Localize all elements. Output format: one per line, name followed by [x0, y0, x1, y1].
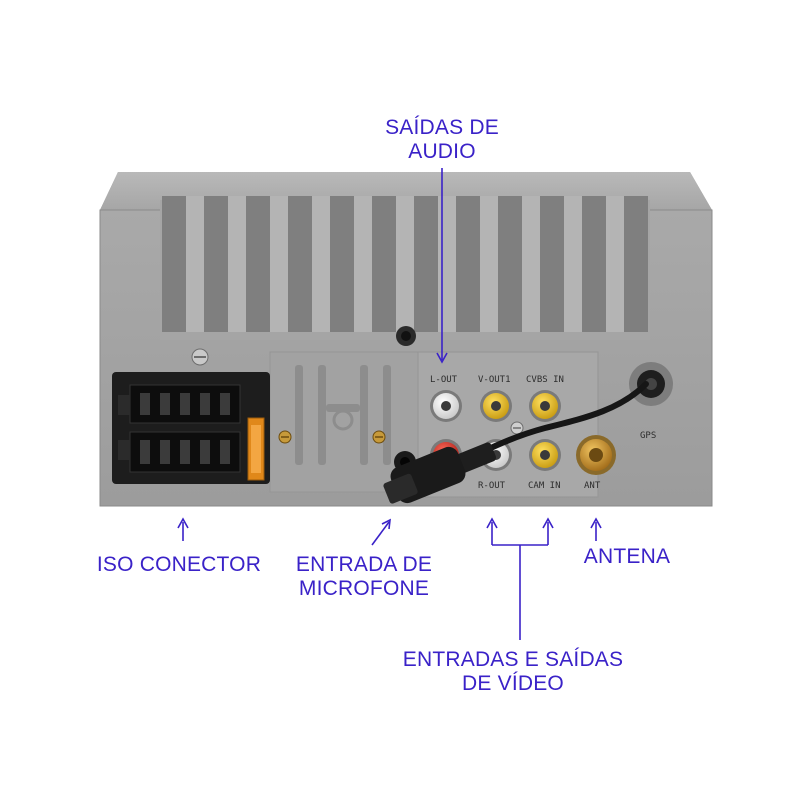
fuse-icon [247, 417, 265, 481]
label-iso-text: ISO CONECTOR [96, 553, 262, 576]
label-video: ENTRADAS E SAÍDAS DE VÍDEO [400, 648, 626, 696]
label-iso-connector: ISO CONECTOR [96, 553, 262, 577]
marking-l-out: L-OUT [430, 375, 458, 385]
label-mic-line1: ENTRADA DE [295, 553, 433, 576]
marking-v-out: V-OUT1 [478, 375, 511, 385]
panel-markings: L-OUT V-OUT1 CVBS IN R-OUT CAM IN ANT GP… [430, 375, 656, 491]
ventilation-slots [162, 196, 648, 332]
marking-r-out: R-OUT [478, 481, 506, 491]
arrow-icon [177, 168, 602, 640]
label-video-line2: DE VÍDEO [462, 672, 564, 695]
screw-icon [191, 348, 524, 444]
gps-port-icon [629, 362, 673, 406]
antenna-port-icon [576, 435, 616, 475]
label-antenna: ANTENA [578, 545, 676, 569]
label-audio-line1: SAÍDAS DE [385, 116, 499, 139]
panel-grooves [295, 365, 391, 465]
label-antenna-text: ANTENA [583, 545, 671, 568]
marking-rev-cam: CAM IN [528, 481, 561, 491]
label-audio-line2: AUDIO [408, 140, 476, 163]
screw-hole-icon [396, 326, 416, 346]
label-mic-line2: MICROFONE [298, 577, 430, 600]
marking-gps: GPS [640, 431, 656, 441]
marking-ant: ANT [584, 481, 601, 491]
label-audio-outputs: SAÍDAS DE AUDIO [376, 116, 508, 164]
label-mic-input: ENTRADA DE MICROFONE [292, 553, 436, 601]
marking-cvbs-in: CVBS IN [526, 375, 564, 385]
microphone-cable-icon [383, 381, 649, 504]
iso-connector-icon [112, 372, 270, 484]
label-video-line1: ENTRADAS E SAÍDAS [402, 648, 624, 671]
